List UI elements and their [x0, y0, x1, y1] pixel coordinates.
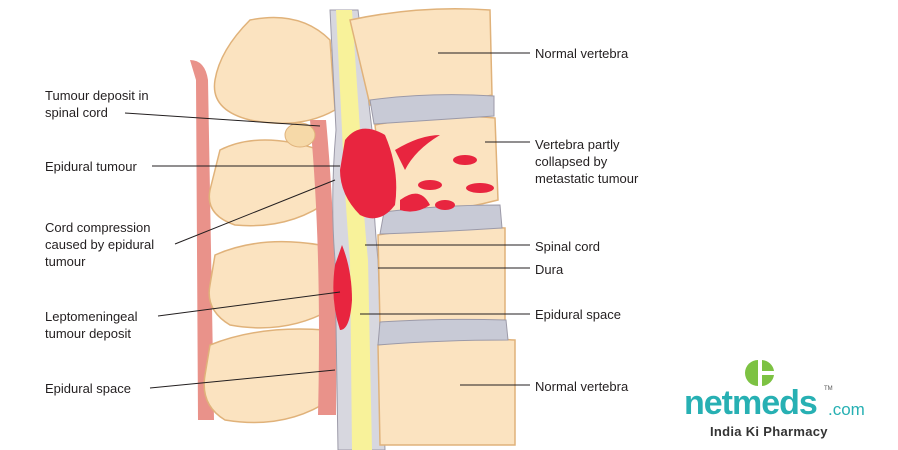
leptomeningeal-deposit: [333, 245, 352, 330]
logo-wordmark: netmeds: [684, 384, 818, 422]
epidural-space-posterior: [310, 120, 337, 415]
logo-tagline: India Ki Pharmacy: [710, 424, 828, 439]
posterior-ligament: [190, 60, 214, 420]
spinal-cord: [336, 10, 372, 450]
label-dura: Dura: [535, 262, 564, 277]
label-leptomeningeal-deposit: Leptomeningeal tumour deposit: [45, 309, 138, 341]
label-epidural-space-right: Epidural space: [535, 307, 621, 322]
netmeds-logo: netmeds TM .com India Ki Pharmacy: [680, 358, 880, 443]
label-cord-compression: Cord compression caused by epidural tumo…: [45, 220, 155, 269]
label-vertebra-collapsed: Vertebra partly collapsed by metastatic …: [535, 137, 639, 186]
intervertebral-discs: [369, 94, 509, 346]
metastatic-lesions: [395, 135, 494, 212]
spinous-processes: [203, 16, 336, 424]
label-normal-vertebra-top: Normal vertebra: [535, 46, 629, 61]
intramedullary-deposit: [284, 122, 316, 148]
label-tumour-deposit-in-spinal-cord: Tumour deposit in spinal cord: [45, 88, 149, 120]
plus-cross-icon: [745, 360, 774, 386]
label-normal-vertebra-bottom: Normal vertebra: [535, 379, 629, 394]
label-epidural-space-left: Epidural space: [45, 381, 131, 396]
vertebral-bodies: [349, 8, 516, 446]
epidural-tumour: [340, 128, 397, 219]
logo-trademark: TM: [824, 386, 833, 392]
leader-lines: [124, 52, 530, 389]
logo-domain-suffix: .com: [828, 400, 865, 419]
label-epidural-tumour: Epidural tumour: [45, 159, 137, 174]
label-spinal-cord: Spinal cord: [535, 239, 601, 254]
